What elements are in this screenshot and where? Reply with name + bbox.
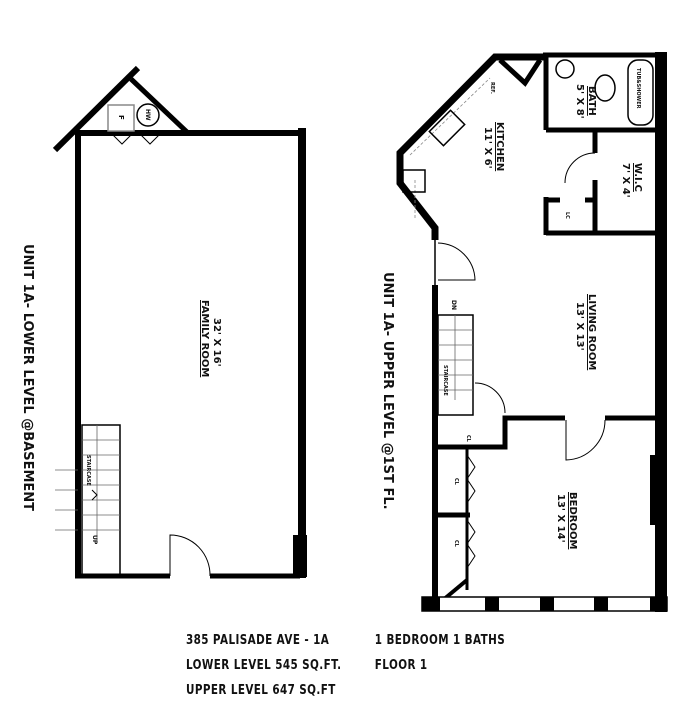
lower-staircase-label: STAIRCASE: [85, 455, 91, 486]
info-line-3: UPPER LEVEL 647 SQ.FT: [186, 683, 336, 698]
bath-size: 5' X 8': [574, 84, 585, 119]
lower-level-plan: [52, 65, 307, 579]
kitchen-size: 11' X 6': [482, 127, 493, 169]
upper-level-title: UNIT 1A- UPPER LEVEL @1ST FL.: [380, 272, 395, 510]
address: 385 PALISADE AVE - 1A: [186, 633, 330, 648]
family-room-size: 32' X 16': [211, 318, 222, 367]
cl-label-1: CL: [465, 435, 471, 443]
info-line-2: LOWER LEVEL 545 SQ.FT. FLOOR 1: [186, 658, 428, 673]
stair-up-label: UP: [91, 535, 98, 545]
bedroom-label: BEDROOM: [567, 492, 578, 549]
living-room-size: 13' X 13': [574, 302, 585, 351]
cl-label-2: CL: [453, 478, 459, 486]
tub-label: TUB&SHOWER: [635, 68, 641, 109]
lc-label: LC: [564, 212, 570, 219]
lower-sqft: LOWER LEVEL 545 SQ.FT.: [186, 658, 342, 673]
cl-label-3: CL: [453, 540, 459, 548]
info-line-1: 385 PALISADE AVE - 1A 1 BEDROOM 1 BATHS: [186, 633, 505, 648]
kitchen-label: KITCHEN: [494, 122, 505, 171]
family-room-label: FAMILY ROOM: [199, 300, 210, 377]
upper-sqft: UPPER LEVEL 647 SQ.FT: [186, 683, 336, 698]
wic-size: 7' X 4': [620, 163, 631, 198]
living-room-label: LIVING ROOM: [586, 294, 597, 370]
bedrooms-baths: 1 BEDROOM 1 BATHS: [374, 633, 506, 648]
stair-down-label: DN: [450, 300, 457, 310]
bath-label: BATH: [586, 86, 597, 116]
floor: FLOOR 1: [374, 658, 428, 673]
furnace-label: F: [117, 115, 125, 120]
bedroom-size: 13' X 14': [555, 494, 566, 543]
water-heater-label: HW: [144, 109, 151, 121]
upper-staircase-label: STAIRCASE: [442, 365, 448, 396]
wic-label: W.I.C: [632, 163, 643, 192]
upper-level-plan: [396, 52, 668, 612]
lower-level-title: UNIT 1A- LOWER LEVEL @BASEMENT: [20, 244, 35, 511]
ref-label: REF.: [489, 82, 495, 94]
